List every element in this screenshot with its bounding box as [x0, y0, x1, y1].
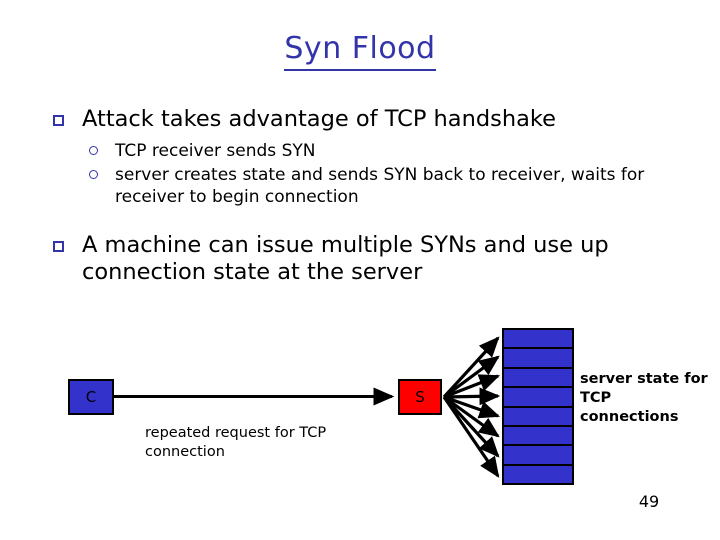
bullet-level2-group: TCP receiver sends SYN server creates st… — [48, 140, 672, 207]
page-title-text: Syn Flood — [284, 31, 436, 71]
state-stack-cell — [504, 465, 572, 483]
request-caption: repeated request for TCP connection — [145, 425, 327, 461]
state-arrow — [443, 395, 501, 419]
page-title: Syn Flood — [0, 31, 720, 71]
state-arrow — [442, 396, 500, 478]
bullet-list: Attack takes advantage of TCP handshake … — [48, 106, 672, 289]
bullet-level1-item: Attack takes advantage of TCP handshake — [48, 106, 672, 133]
square-bullet-icon — [53, 240, 64, 252]
state-arrow — [443, 387, 501, 406]
state-stack-cell — [504, 426, 572, 447]
client-node: C — [68, 379, 114, 415]
state-arrow — [443, 355, 500, 399]
circle-bullet-icon — [89, 169, 98, 179]
bullet-level2-text: server creates state and sends SYN back … — [115, 164, 645, 207]
bullet-level2-item: TCP receiver sends SYN — [48, 140, 672, 162]
server-node-label: S — [415, 388, 425, 406]
bullet-spacer — [48, 212, 672, 232]
square-bullet-icon — [53, 115, 64, 126]
state-stack-cell — [504, 407, 572, 427]
server-state-arrows — [442, 336, 501, 478]
server-node: S — [398, 379, 442, 415]
state-arrow — [442, 336, 500, 399]
client-node-label: C — [85, 388, 97, 406]
page-number: 49 — [638, 492, 660, 511]
state-arrow — [443, 374, 501, 399]
state-stack-cell — [504, 349, 572, 369]
state-arrow — [442, 395, 500, 458]
bullet-level2-text: TCP receiver sends SYN — [115, 141, 316, 162]
bullet-level2-item: server creates state and sends SYN back … — [48, 164, 672, 208]
state-stack-cell — [504, 388, 572, 408]
circle-bullet-icon — [89, 146, 98, 156]
server-state-caption: server state for TCP connections — [580, 371, 708, 426]
state-arrow — [443, 395, 500, 438]
bullet-level1-text: Attack takes advantage of TCP handshake — [82, 106, 556, 132]
server-state-stack — [502, 328, 574, 485]
state-stack-cell — [504, 368, 572, 389]
bullet-level1-item: A machine can issue multiple SYNs and us… — [48, 232, 672, 287]
state-stack-cell — [504, 330, 572, 350]
state-stack-cell — [504, 446, 572, 466]
bullet-level1-text: A machine can issue multiple SYNs and us… — [82, 231, 609, 286]
